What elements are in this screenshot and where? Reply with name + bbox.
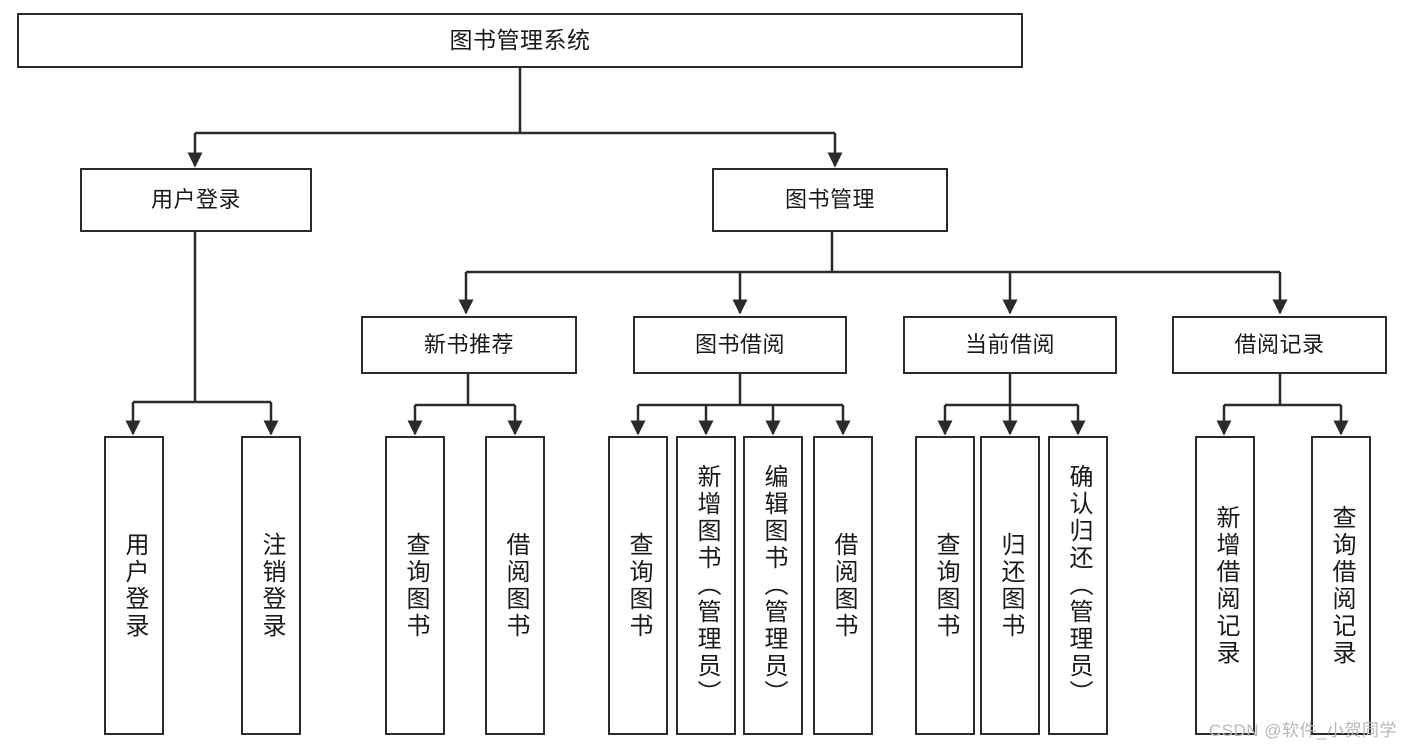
leaf-recommend-query-book[interactable]: 查询图书 <box>385 436 445 735</box>
node-label: 借阅记录 <box>1234 332 1325 358</box>
node-label: 查询图书 <box>932 531 959 640</box>
leaf-borrow-query-book[interactable]: 查询图书 <box>608 436 668 735</box>
leaf-record-add-record[interactable]: 新增借阅记录 <box>1195 436 1255 735</box>
node-label: 借阅图书 <box>830 531 857 640</box>
node-book-borrow[interactable]: 图书借阅 <box>633 316 847 374</box>
leaf-borrow-borrow-book[interactable]: 借阅图书 <box>813 436 873 735</box>
leaf-current-return-book[interactable]: 归还图书 <box>980 436 1040 735</box>
node-label: 查询图书 <box>402 531 429 640</box>
node-label: 注销登录 <box>258 531 285 640</box>
node-root-system[interactable]: 图书管理系统 <box>17 13 1023 68</box>
node-label: 新增图书（管理员） <box>693 464 720 707</box>
node-label: 图书管理 <box>784 187 875 213</box>
node-user-login[interactable]: 用户登录 <box>80 168 312 232</box>
watermark: CSDN @软件_小贺同学 <box>1208 721 1397 740</box>
node-label: 查询图书 <box>625 531 652 640</box>
node-current-borrow[interactable]: 当前借阅 <box>903 316 1117 374</box>
node-book-management[interactable]: 图书管理 <box>712 168 948 232</box>
leaf-record-query-record[interactable]: 查询借阅记录 <box>1311 436 1371 735</box>
leaf-borrow-add-book-admin[interactable]: 新增图书（管理员） <box>676 436 736 735</box>
node-label: 用户登录 <box>121 531 148 640</box>
node-label: 新书推荐 <box>423 332 514 358</box>
node-label: 当前借阅 <box>964 332 1055 358</box>
node-label: 用户登录 <box>150 187 241 213</box>
leaf-current-query-book[interactable]: 查询图书 <box>915 436 975 735</box>
node-borrow-record[interactable]: 借阅记录 <box>1172 316 1387 374</box>
node-label: 图书借阅 <box>694 332 785 358</box>
node-label: 确认归还（管理员） <box>1065 464 1092 707</box>
node-label: 编辑图书（管理员） <box>760 464 787 707</box>
leaf-recommend-borrow-book[interactable]: 借阅图书 <box>485 436 545 735</box>
leaf-logout-login[interactable]: 注销登录 <box>241 436 301 735</box>
leaf-current-confirm-return-admin[interactable]: 确认归还（管理员） <box>1048 436 1108 735</box>
node-label: 归还图书 <box>997 531 1024 640</box>
node-label: 图书管理系统 <box>449 26 591 53</box>
node-label: 借阅图书 <box>502 531 529 640</box>
leaf-user-login[interactable]: 用户登录 <box>104 436 164 735</box>
node-new-book-recommend[interactable]: 新书推荐 <box>361 316 577 374</box>
leaf-borrow-edit-book-admin[interactable]: 编辑图书（管理员） <box>743 436 803 735</box>
node-label: 查询借阅记录 <box>1328 504 1355 667</box>
node-label: 新增借阅记录 <box>1212 504 1239 667</box>
